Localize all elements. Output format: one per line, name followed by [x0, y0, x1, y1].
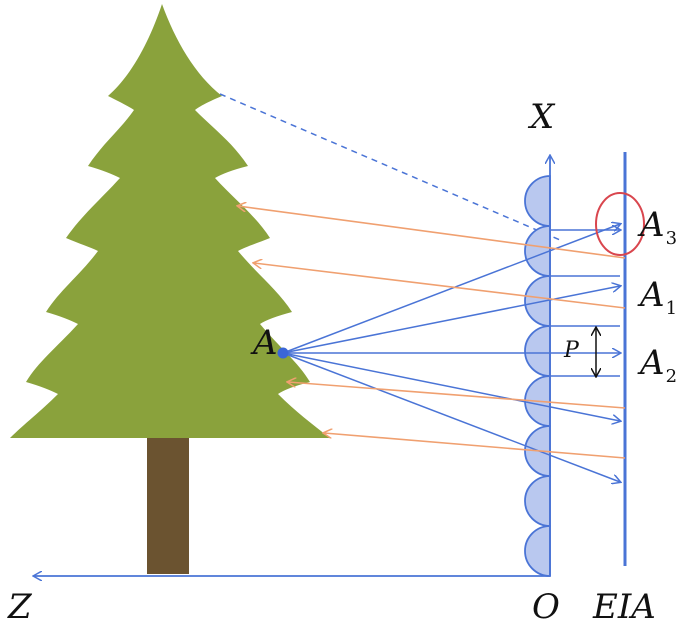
lens — [524, 525, 551, 577]
lens — [524, 275, 551, 327]
blue-rays — [282, 224, 620, 482]
tree-foliage — [10, 4, 330, 438]
a2-label: A2 — [640, 343, 678, 387]
a1-label: A1 — [640, 275, 678, 319]
eia-label: EIA — [593, 587, 656, 627]
z-axis-label: Z — [8, 587, 32, 627]
lens-array — [524, 175, 551, 577]
orange-rays — [238, 206, 626, 459]
tree-trunk — [147, 432, 189, 574]
pitch-label: P — [564, 338, 579, 363]
point-a-label: A — [253, 323, 278, 363]
point-a-dot — [277, 347, 289, 359]
dashed-projection-line — [219, 93, 561, 241]
x-axis-label: X — [530, 97, 555, 137]
a3-label: A3 — [640, 205, 678, 249]
a3-highlight-ellipse — [595, 192, 645, 256]
lens — [524, 475, 551, 527]
origin-label: O — [532, 587, 560, 627]
lens — [524, 325, 551, 377]
lens — [524, 175, 551, 227]
lens — [524, 225, 551, 277]
